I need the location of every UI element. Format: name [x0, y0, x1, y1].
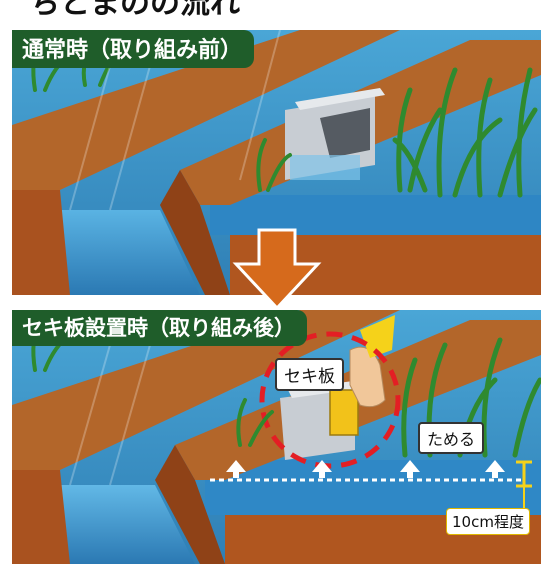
gate-water — [290, 155, 360, 180]
bank-top-left — [12, 310, 400, 470]
rice-plants-right — [392, 67, 538, 198]
bank-side-left — [12, 470, 70, 564]
panel-before-illustration — [12, 30, 541, 295]
sleeve — [360, 315, 395, 358]
panel-after-title: セキ板設置時（取り組み後） — [12, 310, 307, 346]
panel-before: 通常時（取り組み前） — [0, 30, 541, 295]
bank-top-left — [12, 30, 400, 190]
store-label: ためる — [418, 422, 485, 454]
gate-box-top — [295, 88, 385, 110]
paddy-water-raised — [205, 460, 541, 515]
bank-side-middle — [160, 170, 230, 295]
bank-side-left — [12, 190, 70, 295]
earth-bottom — [230, 235, 541, 295]
seki-board-label: セキ板 — [275, 358, 344, 391]
panel-before-title: 通常時（取り組み前） — [12, 30, 255, 68]
seki-board — [329, 389, 359, 436]
gloved-hand-icon — [349, 346, 386, 408]
down-arrow-icon — [232, 228, 322, 310]
header-fragment: ちとまのの流れ — [30, 0, 240, 21]
gate-box-opening — [320, 108, 370, 158]
panel-after: セキ板設置時（取り組み後） セキ板 ためる 10cm程度 — [0, 310, 541, 564]
dashed-circle-icon — [259, 331, 401, 469]
paddy-water — [210, 195, 541, 235]
water-up-arrow-icon — [226, 460, 505, 478]
bank-side-middle — [155, 445, 225, 564]
depth-label: 10cm程度 — [446, 508, 530, 535]
